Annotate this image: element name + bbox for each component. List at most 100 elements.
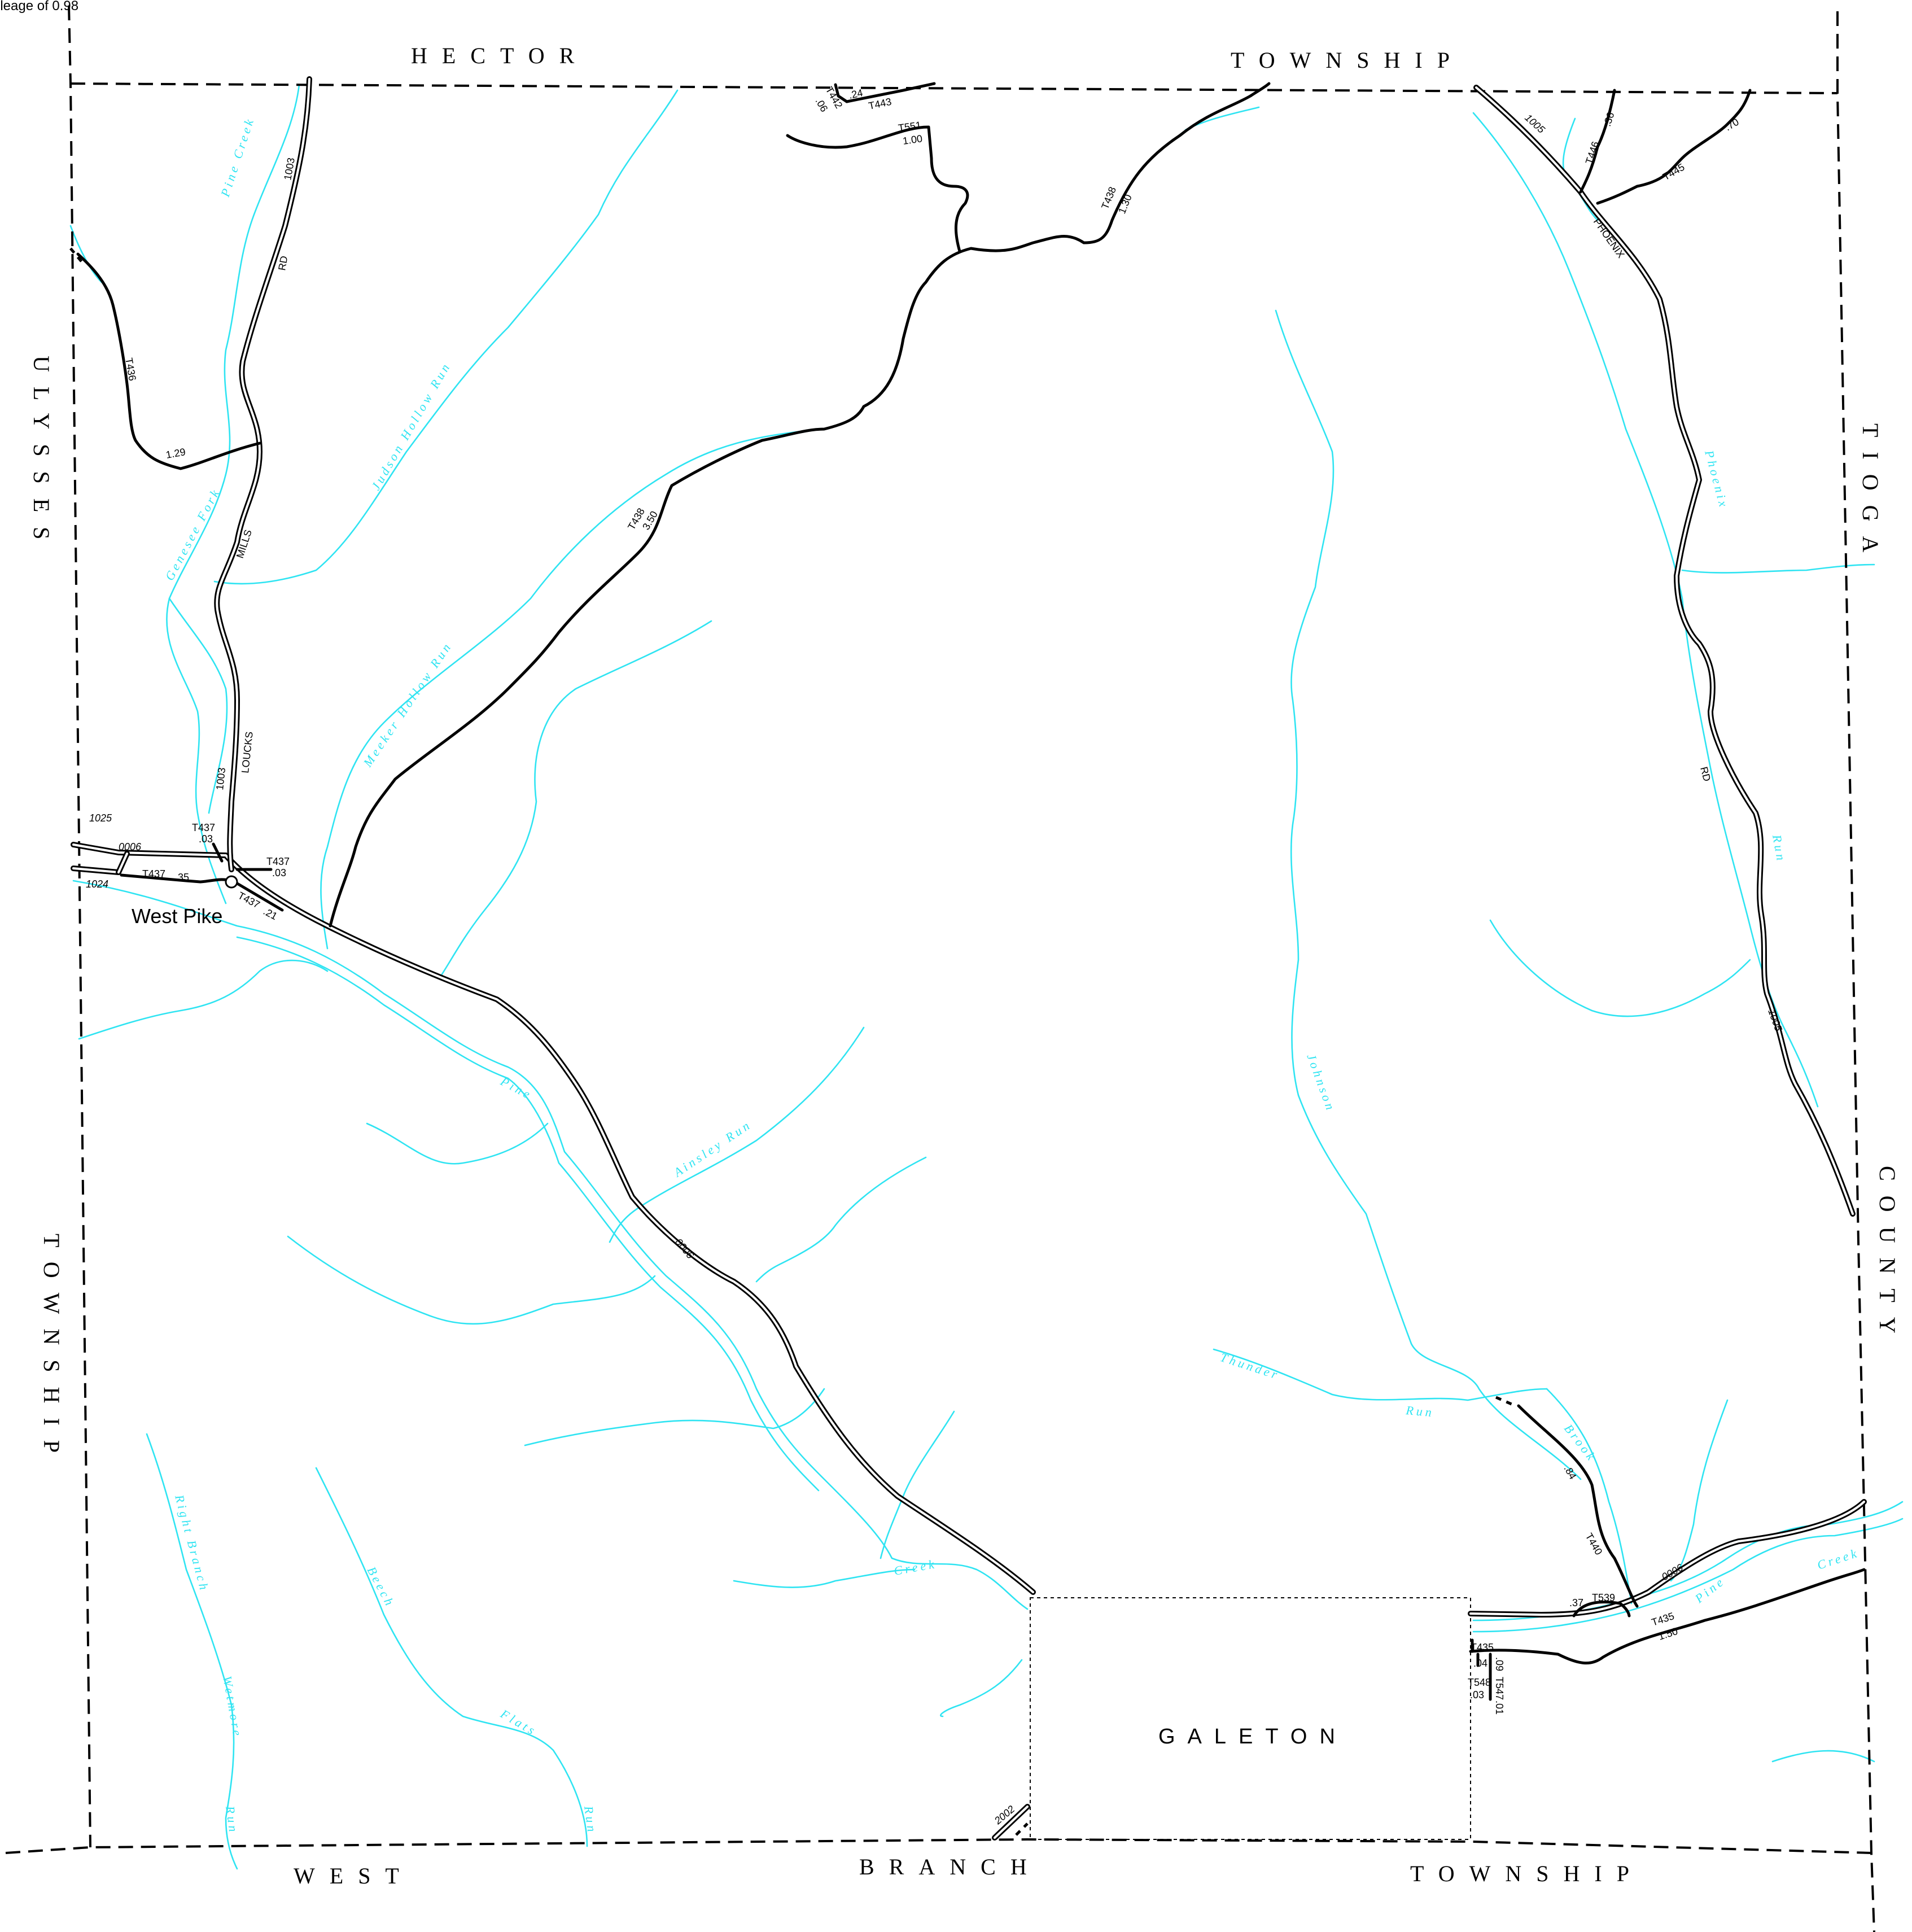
road-t442: [834, 83, 848, 103]
label-rd: RD: [276, 255, 290, 272]
road-t436-dashed: [69, 247, 86, 266]
west-tributary-3: [755, 1156, 927, 1283]
highways: [71, 76, 1867, 1841]
label-06: .06: [813, 96, 830, 114]
sw-tributary-2: [733, 1568, 916, 1588]
label-loucks: LOUCKS: [239, 731, 255, 774]
road-t440-dashed: [1495, 1396, 1513, 1406]
route-1005: [1473, 85, 1856, 1217]
west-boundary: [68, 5, 91, 1848]
pine-creek-main: [72, 880, 1029, 1610]
west-tributary-2: [287, 1235, 656, 1325]
pine-creek-north: [166, 84, 300, 904]
se-tributary-2: [1771, 1750, 1875, 1763]
s-tributary-2: [939, 1659, 1023, 1717]
label-t547: T547: [1494, 1677, 1505, 1700]
label-thunder: Thunder: [1218, 1350, 1281, 1383]
label-03-a: .03: [199, 833, 213, 845]
corner-note: Mileage of 0.98: [0, 0, 78, 14]
road-t440: [1517, 1404, 1639, 1608]
judson-hollow-run: [213, 89, 679, 585]
label-phoenix: Phoenix: [1702, 448, 1731, 511]
phoenix-run-tributary-2: [1489, 919, 1751, 1017]
label-t443: T443: [868, 96, 892, 112]
township-label-south-township: TOWNSHIP: [1410, 1861, 1644, 1886]
label-70: .70: [1723, 116, 1741, 133]
genesee-fork: [168, 597, 228, 814]
label-brook: Brook: [1561, 1422, 1600, 1465]
label-t437-b: T437: [142, 868, 165, 880]
boundaries: [5, 5, 1875, 1932]
label-03-b: .03: [272, 867, 286, 878]
label-phoenix: PHOENIX: [1591, 216, 1627, 260]
road-t437-north: [212, 842, 224, 863]
north-boundary: [70, 82, 1838, 94]
label-t445: T445: [1661, 161, 1687, 183]
road-t438: [329, 82, 1271, 928]
label-johnson: Johnson: [1304, 1052, 1338, 1114]
label-t551: T551: [898, 119, 922, 134]
label-phoenix-run: Run: [1770, 833, 1789, 864]
label-1024: 1024: [86, 878, 108, 890]
township-label-west: WEST: [294, 1863, 414, 1889]
label-pine-creek-n: Pine Creek: [218, 115, 257, 199]
township-label-hector-township: TOWNSHIP: [1231, 47, 1464, 73]
label-wetmore: Wetmore: [220, 1675, 245, 1739]
mid-tributary: [439, 620, 712, 978]
label-03-c: .03: [1470, 1689, 1484, 1701]
streams: [69, 84, 1904, 1870]
label-150: 1.50: [1657, 1625, 1679, 1642]
label-run: Run: [1405, 1403, 1435, 1419]
west-tributary-1: [366, 1122, 549, 1165]
west-pike-marker: [225, 875, 238, 889]
label-judson-hollow-run: Judson Hollow Run: [369, 359, 454, 492]
west-pike-label: West Pike: [132, 904, 222, 928]
label-t435-s: T435: [1471, 1642, 1494, 1653]
label-130: 1.30: [1116, 193, 1134, 216]
label-right-branch: Right Branch: [172, 1493, 212, 1594]
label-1025: 1025: [89, 812, 112, 824]
label-0006-w: 0006: [119, 841, 142, 853]
ainsley-run: [609, 1026, 865, 1243]
label-beech: Beech: [365, 1564, 398, 1610]
road-t435-east: [1469, 1568, 1866, 1665]
road-t551: [786, 125, 969, 253]
pine-creek-bank: [236, 936, 820, 1492]
pine-creek-east-bank: [1472, 1518, 1904, 1633]
label-t446: T446: [1583, 140, 1602, 165]
johnson-run: [1275, 309, 1582, 1480]
township-label-hector: HECTOR: [411, 43, 589, 68]
label-09: .09: [1494, 1657, 1505, 1671]
road-t436: [76, 252, 261, 470]
meeker-hollow-run: [320, 428, 825, 950]
south-boundary: [5, 1838, 1872, 1854]
township-label-tioga: TIOGA: [1858, 423, 1883, 567]
label-01: .01: [1494, 1701, 1505, 1715]
route-0006-west: [71, 842, 1036, 1595]
label-35: .35: [175, 872, 189, 883]
brook-stream: [1546, 1388, 1633, 1605]
label-genesee-fork: Genesee Fork: [162, 485, 223, 583]
label-flats: Flats: [498, 1706, 540, 1738]
label-t548: T548: [1468, 1677, 1491, 1688]
label-t539: T539: [1592, 1592, 1615, 1603]
svg-text:ULYSSES: ULYSSES: [29, 356, 54, 554]
road-t445: [1596, 89, 1752, 205]
borough-label: GALETON: [1158, 1725, 1347, 1749]
label-36: .36: [1602, 111, 1617, 128]
right-branch-wetmore: [146, 1433, 238, 1870]
township-roads: [69, 82, 1866, 1836]
beech-flats-run: [315, 1467, 588, 1847]
label-129: 1.29: [165, 446, 186, 461]
sw-tributary: [524, 1388, 825, 1446]
road-t446: [1579, 89, 1616, 194]
label-t438-n: T438: [1099, 185, 1118, 211]
label-37: .37: [1569, 1597, 1583, 1608]
label-t437-d: T437: [236, 890, 262, 911]
thunder-run: [1213, 1348, 1548, 1401]
label-creek-e: Creek: [1815, 1545, 1861, 1572]
se-tributary: [1670, 1399, 1729, 1582]
road-t443: [845, 82, 936, 103]
township-label-branch: BRANCH: [859, 1854, 1042, 1879]
